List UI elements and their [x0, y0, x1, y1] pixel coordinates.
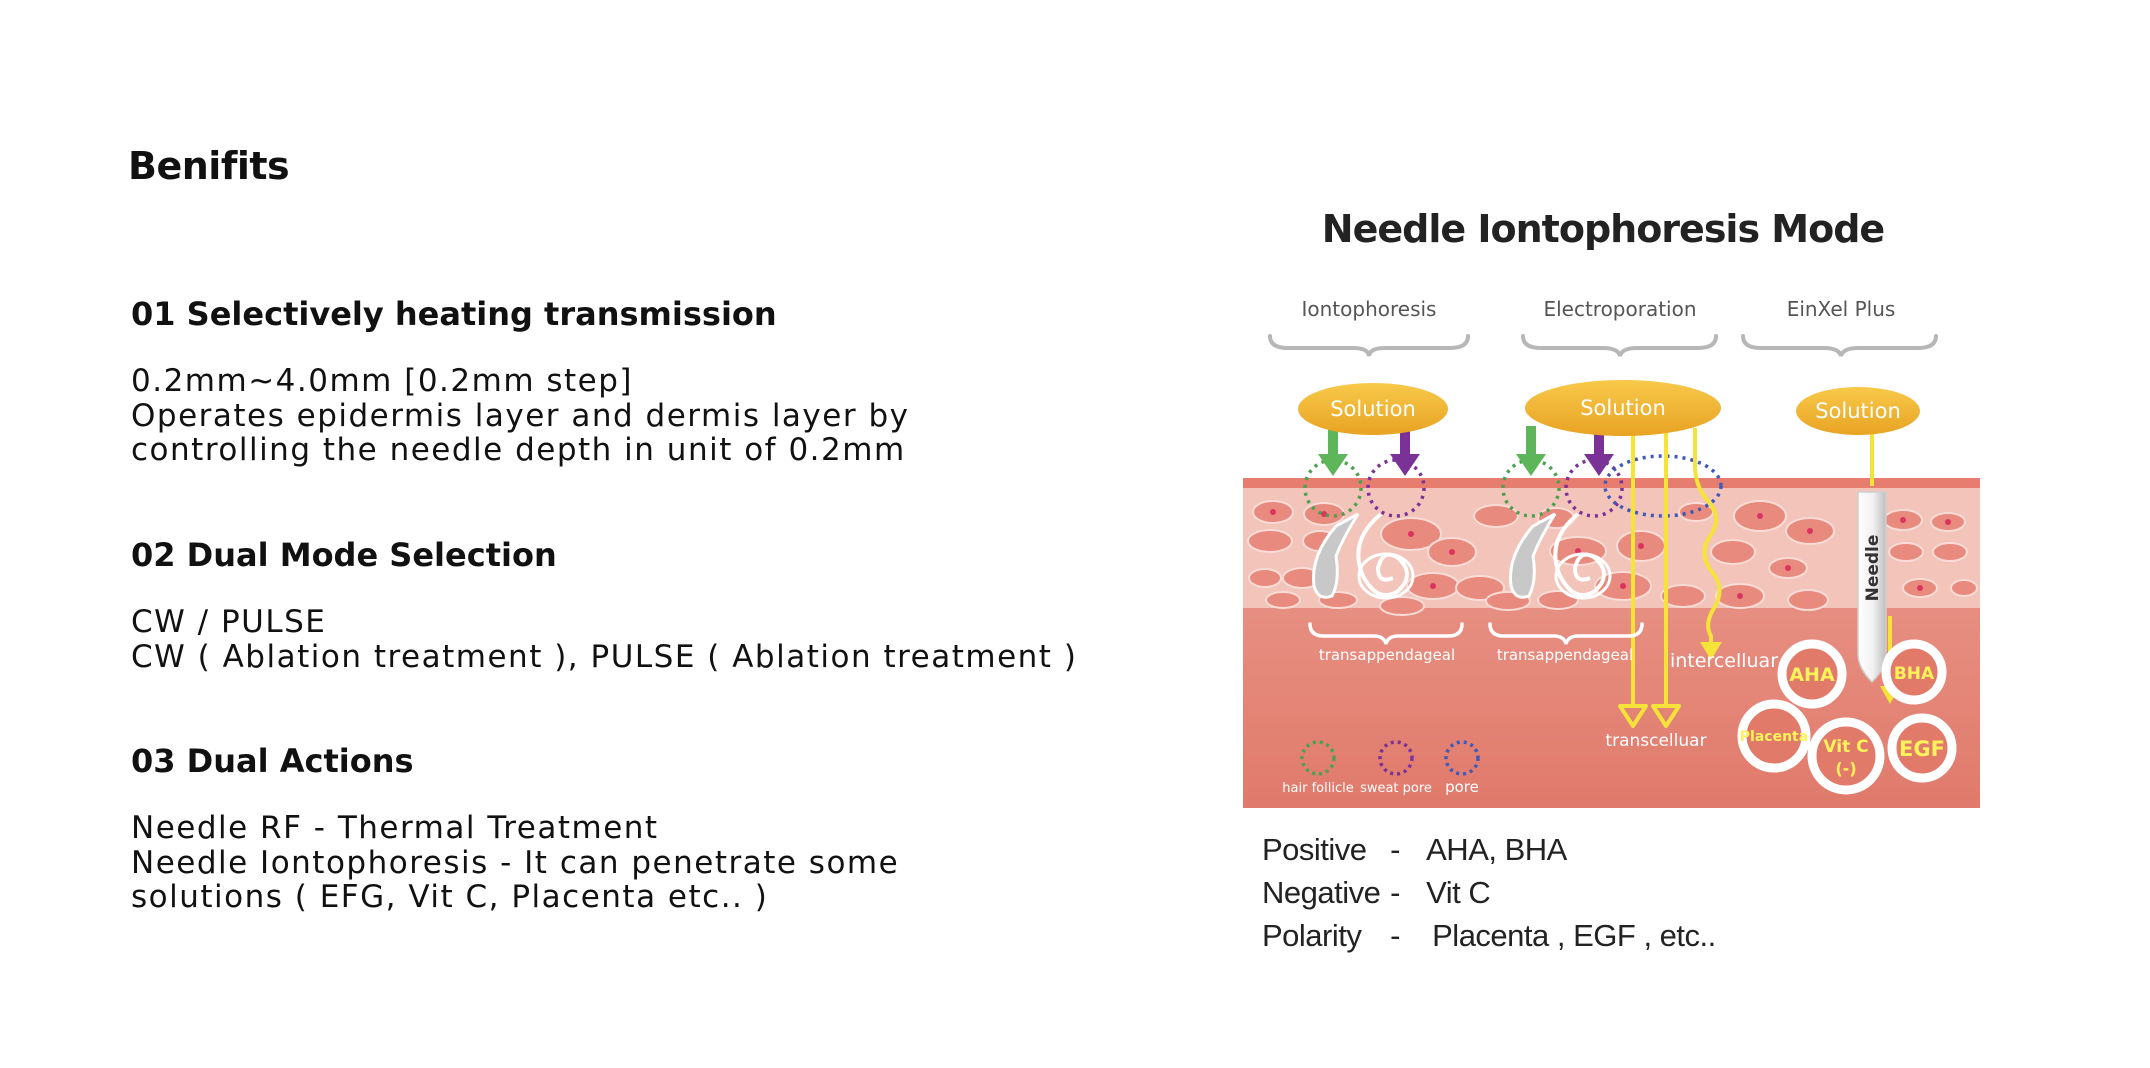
path-label-transcelluar: transcelluar — [1605, 731, 1706, 751]
benefit-line: Needle RF - Thermal Treatment — [131, 810, 659, 846]
legend-value: Placenta , EGF , etc.. — [1432, 918, 1716, 953]
polarity-legend: Positive- AHA, BHA Negative- Vit C Polar… — [1262, 828, 1716, 957]
benefit-line: 0.2mm~4.0mm [0.2mm step] — [131, 363, 634, 399]
benefit-title: 03 Dual Actions — [131, 742, 414, 780]
needle-label: Needle — [1863, 535, 1883, 602]
benefit-01: 01 Selectively heating transmission 0.2m… — [131, 294, 1191, 468]
path-label-intercelluar: intercelluar — [1670, 650, 1778, 672]
entry-point-markers — [1303, 454, 1723, 518]
column-label-einxel-plus: EinXel Plus — [1787, 297, 1896, 321]
ion-arrows — [1318, 426, 1614, 476]
key-pore: pore — [1445, 778, 1479, 796]
benefit-line: Needle Iontophoresis - It can penetrate … — [131, 844, 900, 881]
ingredient-circles — [1737, 639, 1957, 795]
legend-key: Polarity — [1262, 918, 1362, 953]
solution-ellipse-2 — [1525, 380, 1721, 436]
column-braces — [1268, 334, 1938, 357]
ingredient-placenta: Placenta — [1740, 729, 1808, 745]
solution-label: Solution — [1580, 396, 1666, 420]
needle: Needle — [1857, 491, 1887, 684]
legend-dash: - — [1390, 875, 1400, 910]
benefit-title: 02 Dual Mode Selection — [131, 536, 557, 574]
benefit-line: Operates epidermis layer and dermis laye… — [131, 397, 910, 434]
column-label-electroporation: Electroporation — [1543, 297, 1696, 321]
hair-follicle-2 — [1508, 512, 1557, 599]
legend-value: Vit C — [1426, 875, 1491, 910]
column-label-iontophoresis: Iontophoresis — [1302, 297, 1437, 321]
benefit-line: CW ( Ablation treatment ), PULSE ( Ablat… — [131, 638, 1078, 675]
key-sweat-pore: sweat pore — [1360, 781, 1432, 796]
diagram-key: hair follicle sweat pore pore — [1282, 740, 1480, 796]
solution-label: Solution — [1330, 397, 1416, 421]
hair-follicle-1 — [1311, 512, 1360, 599]
legend-value: AHA, BHA — [1426, 832, 1567, 867]
legend-key: Negative — [1262, 875, 1381, 910]
path-label-transappendageal-1: transappendageal — [1319, 646, 1455, 664]
solution-ellipse-3 — [1796, 387, 1920, 435]
legend-dash: - — [1390, 918, 1400, 953]
ingredient-vitc-sign: (-) — [1835, 759, 1856, 778]
legend-key: Positive — [1262, 832, 1367, 867]
ingredient-vitc: Vit C — [1823, 737, 1868, 757]
ingredient-aha: AHA — [1789, 664, 1835, 686]
page-heading: Benifits — [128, 144, 290, 188]
benefit-line: solutions ( EFG, Vit C, Placenta etc.. ) — [131, 879, 769, 915]
benefit-02: 02 Dual Mode Selection CW / PULSE CW ( A… — [131, 535, 1191, 674]
ingredient-bha: BHA — [1894, 664, 1935, 684]
penetration-paths — [1631, 428, 1874, 706]
solution-ellipse-1 — [1298, 383, 1448, 435]
benefit-line: controlling the needle depth in unit of … — [131, 432, 906, 468]
ingredient-egf: EGF — [1899, 737, 1945, 761]
solution-label: Solution — [1815, 399, 1901, 423]
sweat-gland-1 — [1356, 512, 1415, 600]
legend-row-positive: Positive- AHA, BHA — [1262, 828, 1716, 871]
legend-row-negative: Negative- Vit C — [1262, 871, 1716, 914]
diagram-title: Needle Iontophoresis Mode — [1322, 207, 1884, 251]
sweat-gland-2 — [1553, 512, 1612, 600]
iontophoresis-diagram: Needle Iontophoresis Mode Iontophoresis … — [1243, 207, 1980, 808]
benefit-title: 01 Selectively heating transmission — [131, 295, 777, 333]
legend-row-polarity: Polarity- Placenta , EGF , etc.. — [1262, 914, 1716, 957]
key-hair-follicle: hair follicle — [1282, 781, 1353, 796]
path-label-transappendageal-2: transappendageal — [1497, 646, 1633, 664]
benefit-line: CW / PULSE — [131, 604, 327, 640]
legend-dash: - — [1390, 832, 1400, 867]
benefit-03: 03 Dual Actions Needle RF - Thermal Trea… — [131, 741, 1191, 915]
